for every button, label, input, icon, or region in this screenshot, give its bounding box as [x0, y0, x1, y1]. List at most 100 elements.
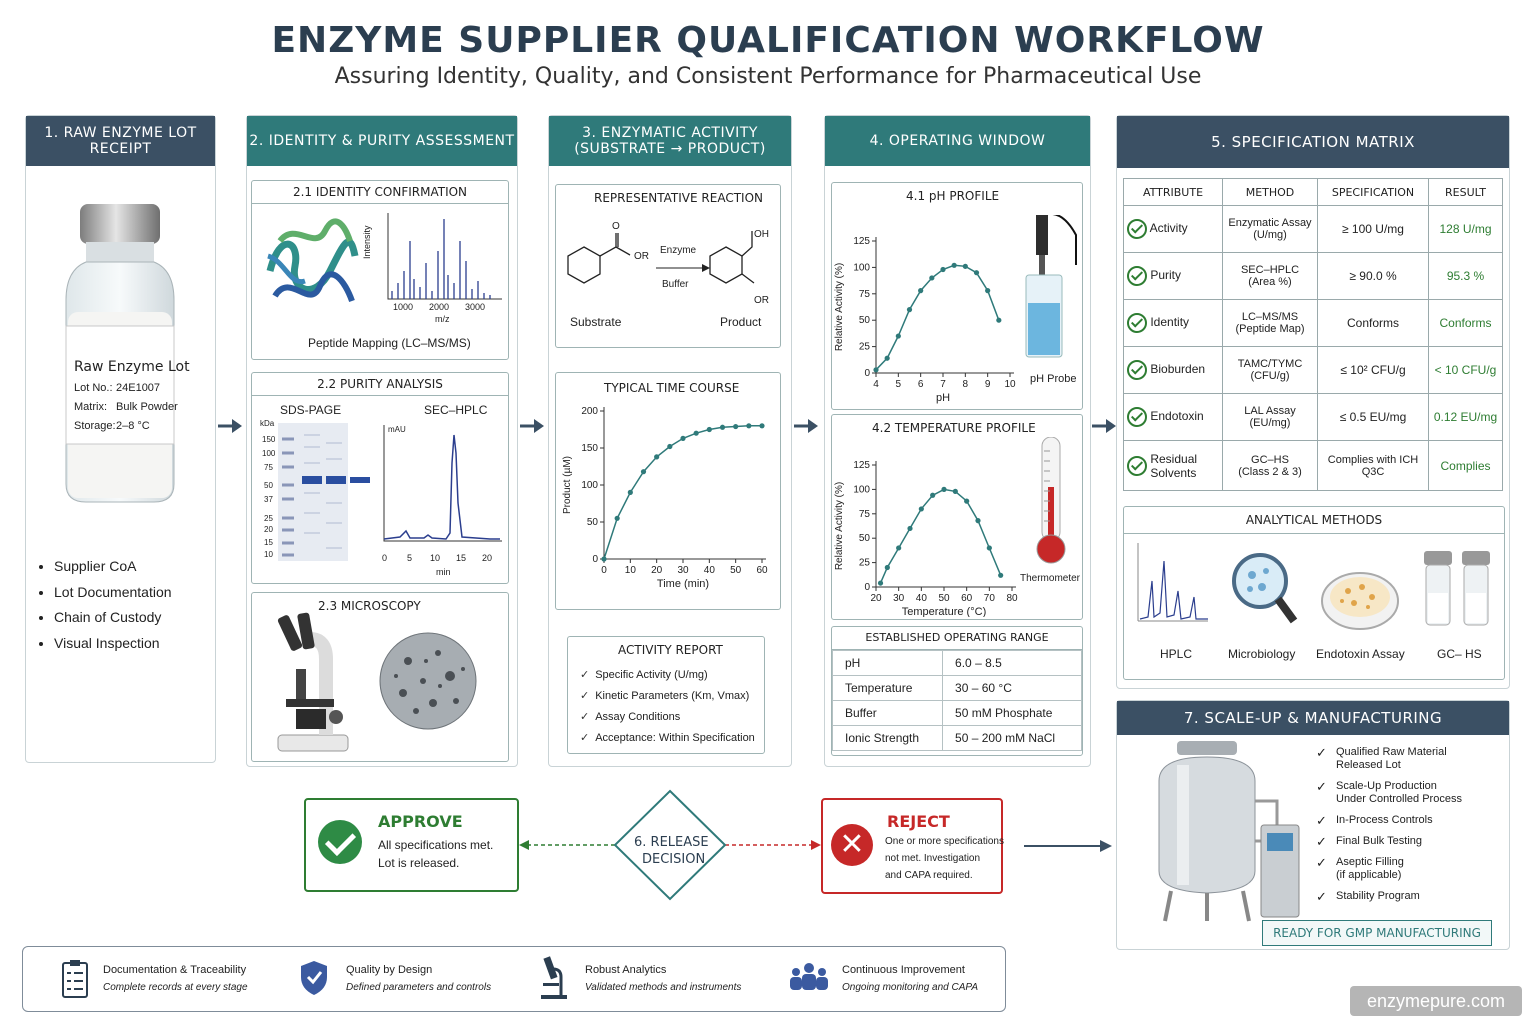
- to-manufacturing-arrow-icon: [1024, 840, 1112, 852]
- range-value: 6.0 – 8.5: [942, 650, 1082, 676]
- footer-item-text: Validated methods and instruments: [585, 982, 742, 993]
- operating-range-title: ESTABLISHED OPERATING RANGE: [832, 627, 1082, 650]
- attribute-name: Purity: [1150, 268, 1182, 283]
- kda-tick: 10: [264, 550, 273, 559]
- footer-item-title: Documentation & Traceability: [103, 964, 247, 976]
- ph-probe-label: pH Probe: [1030, 373, 1077, 385]
- attribute-cell: Purity: [1123, 252, 1223, 300]
- substrate-or: OR: [634, 251, 649, 262]
- attribute-name: Residual Solvents: [1150, 451, 1198, 480]
- approve-title: APPROVE: [378, 812, 463, 831]
- x-tick-label: 10: [1004, 379, 1016, 390]
- hplc-tick: 20: [482, 553, 493, 563]
- x-tick-label: 7: [940, 379, 946, 390]
- approve-box: APPROVE All specifications met. Lot is r…: [304, 798, 519, 892]
- method-unit: (Class 2 & 3): [1238, 465, 1302, 478]
- reject-text-line2: not met. Investigation: [885, 853, 981, 864]
- y-axis-label: Relative Activity (%): [834, 263, 845, 351]
- x-tick-label: 6: [918, 379, 924, 390]
- data-point: [693, 430, 699, 436]
- decision-connectors: [519, 789, 821, 901]
- column-header: ATTRIBUTE: [1123, 178, 1223, 206]
- enzyme-label: Enzyme: [660, 245, 697, 256]
- kda-tick: 50: [264, 481, 273, 490]
- step1-title-line2: RECEIPT: [89, 141, 152, 157]
- y-tick-label: 125: [853, 460, 870, 471]
- table-row: Purity SEC–HPLC(Area %) ≥ 90.0 % 95.3 %: [1123, 252, 1503, 300]
- data-point: [759, 423, 765, 429]
- step1-panel: 1. RAW ENZYME LOT RECEIPT Raw Enzyme Lot…: [25, 115, 216, 763]
- step5-panel: 5. SPECIFICATION MATRIX ATTRIBUTE METHOD…: [1116, 115, 1510, 689]
- check-icon: [1127, 360, 1147, 380]
- x-tick-label: 9: [985, 379, 991, 390]
- checklist-item-line: Stability Program: [1336, 890, 1420, 902]
- method-unit: (EU/mg): [1249, 417, 1291, 429]
- x-tick-label: 50: [938, 593, 950, 604]
- hplc-title: SEC–HPLC: [424, 403, 488, 417]
- attribute-cell: Endotoxin: [1123, 393, 1223, 441]
- y-tick-label: 50: [587, 517, 599, 528]
- vial-label-matrix-key: Matrix:: [74, 401, 107, 413]
- data-point: [996, 317, 1002, 323]
- data-point: [719, 424, 726, 430]
- watermark: enzymepure.com: [1350, 986, 1522, 1016]
- series-line: [875, 264, 1000, 371]
- method-name: SEC–HPLC: [1240, 264, 1300, 276]
- kda-tick: 75: [264, 463, 273, 472]
- x-axis-label: Time (min): [657, 578, 709, 590]
- x-tick-label: 40: [704, 565, 716, 576]
- data-point: [952, 488, 958, 494]
- x-tick-label: 70: [984, 593, 996, 604]
- ms-tick: 2000: [429, 302, 450, 312]
- method-label: HPLC: [1160, 647, 1193, 661]
- step3-header: 3. ENZYMATIC ACTIVITY (SUBSTRATE → PRODU…: [549, 116, 791, 166]
- method-unit: (U/mg): [1253, 229, 1287, 241]
- footer-bar: Documentation & Traceability Complete re…: [22, 946, 1006, 1012]
- series-line: [603, 425, 762, 560]
- method-name: LC–MS/MS: [1241, 311, 1299, 323]
- activity-report-item: Assay Conditions: [580, 707, 755, 728]
- hplc-ylabel: mAU: [388, 425, 406, 434]
- checklist-item-line: Qualified Raw Material: [1336, 746, 1447, 758]
- hplc-tick: 5: [407, 553, 413, 563]
- data-point: [873, 367, 879, 373]
- timecourse-title: TYPICAL TIME COURSE: [604, 381, 740, 395]
- check-icon: [1127, 313, 1147, 333]
- x-tick-label: 4: [873, 379, 879, 390]
- column-header: METHOD: [1222, 178, 1318, 206]
- product-label: Product: [720, 315, 762, 329]
- x-tick-label: 60: [961, 593, 973, 604]
- data-point: [667, 443, 673, 450]
- kda-tick: 15: [264, 538, 273, 547]
- data-point: [962, 263, 968, 269]
- method-cell: GC–HS(Class 2 & 3): [1222, 440, 1318, 491]
- data-point: [951, 262, 957, 268]
- y-tick-label: 50: [859, 315, 871, 326]
- gc-hs-vials-icon: [1424, 551, 1490, 626]
- attribute-name: Activity: [1149, 221, 1188, 236]
- flow-arrow-icon: [520, 419, 544, 433]
- thermometer-image: [1036, 437, 1066, 564]
- spec-cell: ≥ 100 U/mg: [1317, 205, 1429, 253]
- method-name: LAL Assay: [1244, 405, 1296, 417]
- flow-arrow-icon: [794, 419, 818, 433]
- range-value: 30 – 60 °C: [942, 675, 1082, 701]
- bioreactor-image: [1158, 741, 1300, 922]
- table-row: Activity Enzymatic Assay(U/mg) ≥ 100 U/m…: [1123, 205, 1503, 253]
- checklist-item-line: Scale-Up Production: [1336, 780, 1437, 792]
- gmp-ready-badge: READY FOR GMP MANUFACTURING: [1262, 920, 1492, 946]
- y-tick-label: 125: [853, 236, 870, 247]
- checklist-item-line: (if applicable): [1336, 869, 1402, 881]
- range-param: Temperature: [831, 675, 944, 701]
- x-tick-label: 20: [651, 565, 663, 576]
- data-point: [627, 489, 633, 495]
- check-icon: [1127, 219, 1147, 239]
- attribute-cell: Identity: [1123, 299, 1223, 347]
- protein-structure-image: [266, 218, 359, 303]
- page-subtitle: Assuring Identity, Quality, and Consiste…: [334, 64, 1202, 89]
- check-icon: [1127, 455, 1147, 476]
- table-row: Identity LC–MS/MS(Peptide Map) Conforms …: [1123, 299, 1503, 347]
